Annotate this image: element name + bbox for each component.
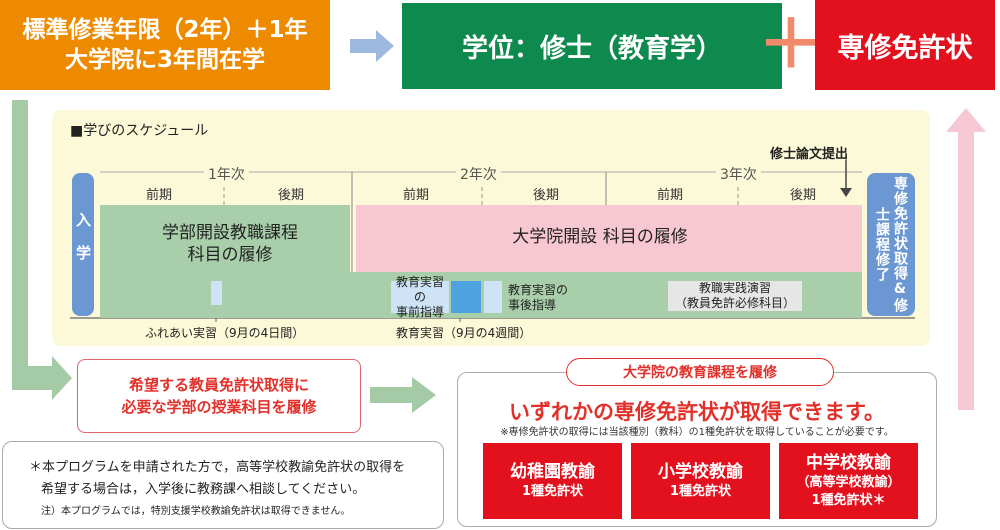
post-guidance-marker [484, 281, 502, 313]
wish-line2: 必要な学部の授業科目を履修 [121, 398, 317, 416]
license-type: 1種免許状＊ [811, 493, 886, 508]
term-label: 前期 [146, 188, 173, 203]
wish-line1: 希望する教員免許状取得に [128, 376, 309, 394]
license-kindergarten: 幼稚園教諭 1種免許状 [483, 443, 622, 519]
year-label-1: 1年次 [204, 164, 249, 184]
practicum-seminar-line2: （教員免許必修科目） [674, 296, 795, 310]
schedule-title: ■学びのスケジュール [70, 123, 209, 139]
graduate-main-text: いずれかの専修免許状が取得できます。 [509, 400, 885, 424]
pre-guidance-line2: 事前指導 [395, 304, 444, 319]
license-box: 専修免許状 [815, 0, 995, 90]
license-name: 幼稚園教諭 [510, 462, 595, 482]
note-line1: ＊本プログラムを申請された方で，高等学校教諭免許状の取得を [29, 460, 406, 475]
post-guidance: 教育実習の 事後指導 [508, 283, 568, 313]
license-type: 1種免許状 [521, 484, 584, 499]
exit-label: 専修免許状取得&修士課程修了 [867, 173, 915, 316]
year-label-3: 3年次 [716, 164, 761, 184]
graduate-label: 大学院開設 科目の履修 [512, 227, 688, 247]
program-duration-line2: 大学院に3年間在学 [64, 47, 265, 73]
term-label: 後期 [278, 188, 305, 203]
term-label: 後期 [533, 188, 560, 203]
up-arrow-icon [946, 108, 986, 410]
license-junior-high: 中学校教諭 （高等学校教諭） 1種免許状＊ [779, 443, 918, 519]
program-duration-line1: 標準修業年限（2年）＋1年 [22, 17, 308, 43]
program-duration-box: 標準修業年限（2年）＋1年 大学院に3年間在学 [0, 0, 330, 90]
license-name: 中学校教諭 [806, 453, 891, 473]
license-type: 1種免許状 [669, 484, 732, 499]
license-name: 小学校教諭 [658, 462, 743, 482]
undergrad-label: 学部開設教職課程 科目の履修 [130, 222, 330, 266]
exit-text: 専修免許状取得&修士課程修了 [874, 176, 908, 313]
note-line2: 希望する場合は，入学後に教務課へ相談してください。 [41, 482, 366, 497]
entry-label: 入学 [72, 173, 94, 316]
practicum-seminar-line1: 教職実践演習 [698, 281, 771, 295]
post-guidance-line1: 教育実習の [508, 283, 569, 297]
graduate-block [356, 205, 862, 272]
undergrad-line2: 科目の履修 [187, 245, 273, 265]
pre-guidance: 教育実習の 事前指導 [391, 275, 449, 319]
kyoiku-note: 教育実習（9月の4週間） [396, 326, 532, 340]
undergrad-line1: 学部開設教職課程 [162, 223, 298, 243]
note-line3: 注）本プログラムでは，特別支援学校教諭免許状は取得できません。 [41, 506, 351, 517]
degree-box: 学位：修士（教育学） [402, 3, 782, 89]
plus-icon: ＋ [758, 6, 824, 83]
thesis-label: 修士論文提出 [770, 147, 849, 162]
license-sub: （高等学校教諭） [796, 475, 901, 490]
practicum-marker [451, 281, 481, 313]
post-guidance-line2: 事後指導 [508, 298, 557, 312]
wish-box: 希望する教員免許状取得に 必要な学部の授業科目を履修 [77, 359, 361, 433]
term-label: 前期 [657, 188, 684, 203]
year-label-2: 2年次 [456, 164, 501, 184]
license-elementary: 小学校教諭 1種免許状 [631, 443, 770, 519]
right-arrow-icon [350, 30, 394, 62]
right-arrow-icon [370, 377, 436, 413]
term-label: 後期 [790, 188, 817, 203]
note-box: ＊本プログラムを申請された方で，高等学校教諭免許状の取得を 希望する場合は，入学… [2, 441, 444, 529]
practicum-seminar: 教職実践演習 （教員免許必修科目） [668, 281, 802, 311]
graduate-note: ※専修免許状の取得には当該種別（教科）の1種免許状を取得していることが必要です。 [500, 427, 894, 438]
fureai-note: ふれあい実習（9月の4日間） [145, 326, 305, 340]
flow-arrow-icon [12, 100, 72, 400]
graduate-course-label: 大学院の教育課程を履修 [566, 358, 834, 386]
entry-text: 入学 [74, 211, 92, 278]
pre-guidance-line1: 教育実習の [395, 274, 444, 304]
term-label: 前期 [403, 188, 430, 203]
fureai-marker [211, 281, 222, 305]
